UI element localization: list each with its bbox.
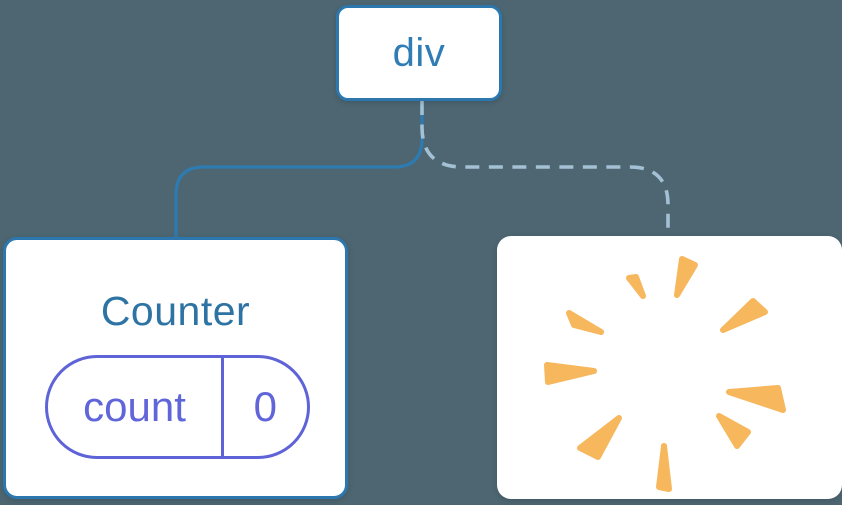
connector-solid-line bbox=[174, 101, 424, 238]
poof-burst-icon bbox=[544, 256, 786, 492]
state-pill-divider bbox=[221, 358, 224, 456]
node-div: div bbox=[336, 5, 502, 101]
connector-dashed-line bbox=[420, 101, 670, 237]
node-counter: Counter count 0 bbox=[3, 237, 348, 499]
counter-title: Counter bbox=[100, 288, 251, 334]
node-div-label: div bbox=[392, 30, 446, 75]
state-pill: count 0 bbox=[45, 355, 310, 459]
state-pill-value: 0 bbox=[253, 383, 277, 430]
node-removed bbox=[497, 236, 842, 499]
state-pill-key: count bbox=[83, 383, 186, 430]
